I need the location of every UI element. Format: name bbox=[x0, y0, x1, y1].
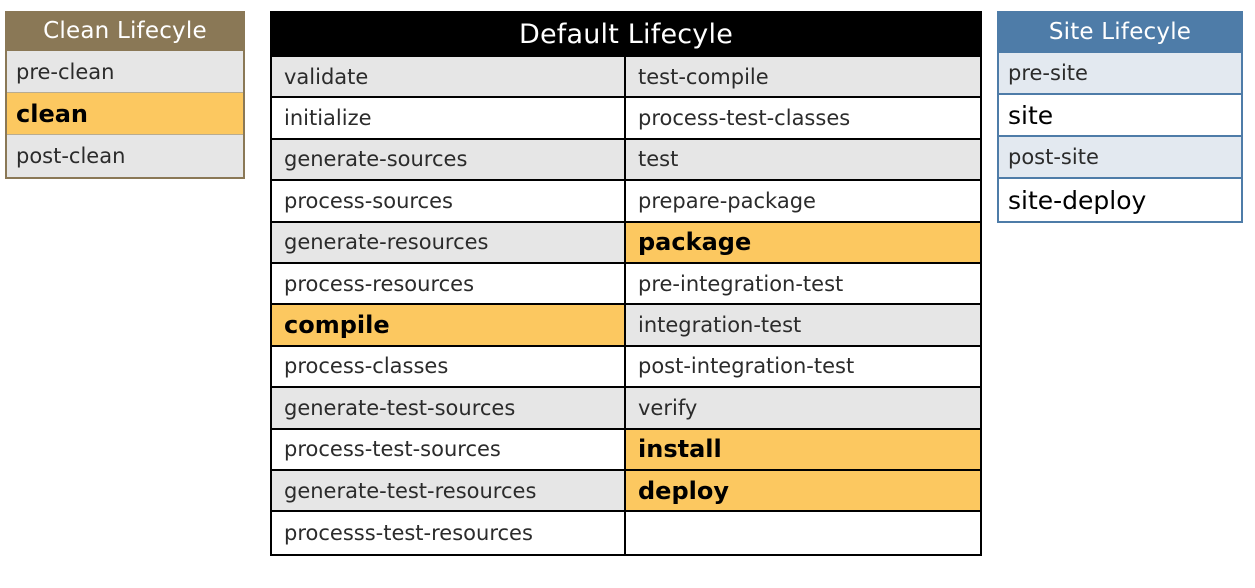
default-phase-label-left: generate-resources bbox=[272, 222, 626, 262]
default-phase-row[interactable]: processs-test-resources bbox=[272, 512, 980, 554]
clean-phase-row[interactable]: pre-clean bbox=[7, 51, 243, 93]
default-phase-label-right: test bbox=[626, 139, 980, 180]
default-phase-label-left: process-test-sources bbox=[272, 429, 626, 469]
default-phase-label-right: integration-test bbox=[626, 305, 980, 345]
default-phase-label-left: generate-test-resources bbox=[272, 470, 626, 511]
default-phase-label-right: post-integration-test bbox=[626, 346, 980, 387]
clean-phase-label: post-clean bbox=[7, 135, 243, 177]
clean-phase-row[interactable]: post-clean bbox=[7, 135, 243, 177]
default-phase-label-right: deploy bbox=[626, 470, 980, 511]
default-phase-label-right: package bbox=[626, 222, 980, 262]
default-phase-label-right: process-test-classes bbox=[626, 98, 980, 138]
clean-phase-label: pre-clean bbox=[7, 51, 243, 92]
default-phase-label-left: generate-sources bbox=[272, 139, 626, 180]
default-phase-label-right: pre-integration-test bbox=[626, 263, 980, 304]
site-phase-row[interactable]: post-site bbox=[999, 137, 1241, 179]
default-phase-label-left: compile bbox=[272, 305, 626, 345]
default-phase-label-left: generate-test-sources bbox=[272, 388, 626, 428]
default-phase-label-left: processs-test-resources bbox=[272, 512, 626, 554]
default-phase-label-right: test-compile bbox=[626, 57, 980, 97]
default-phase-label-left: process-classes bbox=[272, 346, 626, 387]
default-phase-label-left: validate bbox=[272, 57, 626, 97]
site-phase-label: post-site bbox=[999, 137, 1241, 177]
default-phase-label-right: install bbox=[626, 429, 980, 469]
default-phase-label-left: process-sources bbox=[272, 181, 626, 221]
site-lifecycle-title: Site Lifecyle bbox=[999, 11, 1241, 53]
site-phase-row[interactable]: pre-site bbox=[999, 53, 1241, 95]
default-lifecycle-title: Default Lifecyle bbox=[272, 11, 980, 57]
site-phase-row[interactable]: site bbox=[999, 95, 1241, 137]
default-phase-label-right: prepare-package bbox=[626, 181, 980, 221]
default-phase-label-left: initialize bbox=[272, 98, 626, 138]
default-phase-label-right bbox=[626, 512, 980, 554]
clean-phase-row[interactable]: clean bbox=[7, 93, 243, 135]
site-phase-row[interactable]: site-deploy bbox=[999, 179, 1241, 221]
default-phase-label-right: verify bbox=[626, 388, 980, 428]
default-phase-label-left: process-resources bbox=[272, 263, 626, 304]
site-phase-label: site-deploy bbox=[999, 179, 1241, 221]
site-phase-label: pre-site bbox=[999, 53, 1241, 93]
clean-phase-label: clean bbox=[7, 93, 243, 134]
site-phase-label: site bbox=[999, 95, 1241, 135]
clean-lifecycle-title: Clean Lifecyle bbox=[7, 11, 243, 51]
